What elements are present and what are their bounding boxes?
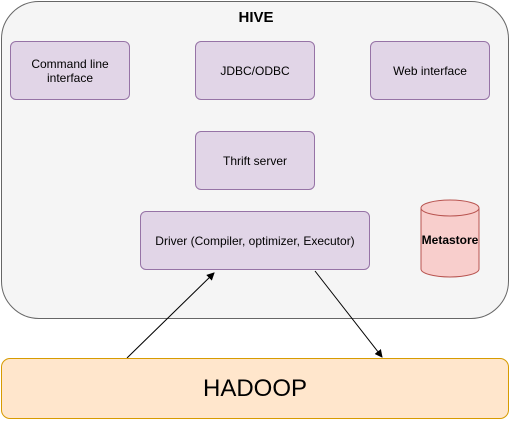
jdbc-odbc-label: JDBC/ODBC — [220, 63, 290, 78]
web-interface-box: Web interface — [370, 41, 490, 100]
web-interface-label: Web interface — [393, 63, 467, 78]
command-line-interface-label: Command line interface — [31, 56, 109, 85]
hadoop-box: HADOOP — [1, 358, 509, 419]
command-line-interface-box: Command line interface — [10, 41, 130, 100]
arrow-driver-to-hadoop — [314, 270, 383, 358]
metastore-cylinder — [420, 199, 480, 278]
driver-box: Driver (Compiler, optimizer, Executor) — [140, 211, 370, 270]
hadoop-label: HADOOP — [202, 374, 307, 402]
hive-title: HIVE — [238, 9, 274, 26]
thrift-server-label: Thrift server — [222, 153, 287, 168]
thrift-server-box: Thrift server — [195, 131, 315, 190]
metastore-label: Metastore — [421, 233, 479, 247]
arrow-hadoop-to-driver — [126, 272, 215, 359]
driver-label: Driver (Compiler, optimizer, Executor) — [155, 233, 355, 248]
jdbc-odbc-box: JDBC/ODBC — [195, 41, 315, 100]
